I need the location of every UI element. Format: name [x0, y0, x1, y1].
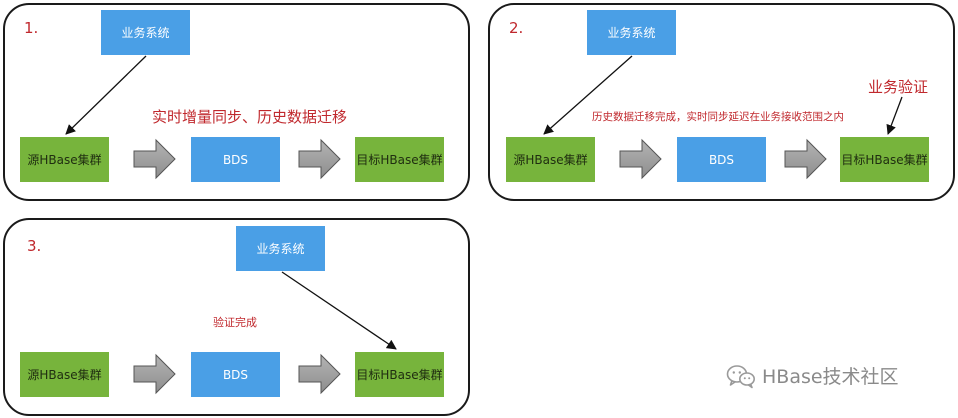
target-hbase-cluster-box-1: 目标HBase集群 [355, 137, 444, 182]
source-to-bds-arrow-1 [133, 138, 176, 180]
verification-complete-note: 验证完成 [213, 316, 257, 329]
system-to-target-arrow-3 [281, 271, 397, 350]
step-number-1: 1. [24, 19, 39, 37]
bds-to-target-arrow-1 [298, 138, 341, 180]
migration-complete-note: 历史数据迁移完成，实时同步延迟在业务接收范围之内 [592, 111, 844, 123]
target-hbase-cluster-box-3: 目标HBase集群 [355, 352, 444, 397]
source-hbase-cluster-box-2: 源HBase集群 [506, 137, 595, 182]
watermark: HBase技术社区 [726, 362, 899, 389]
system-to-source-arrow-1 [65, 55, 147, 135]
watermark-text: HBase技术社区 [762, 366, 899, 388]
bds-to-target-arrow-2 [784, 138, 827, 180]
bds-box-3: BDS [191, 352, 280, 397]
source-hbase-cluster-box-1: 源HBase集群 [20, 137, 109, 182]
bds-box-1: BDS [191, 137, 280, 182]
business-system-box-3: 业务系统 [236, 226, 325, 271]
system-to-source-arrow-2 [543, 55, 633, 135]
source-hbase-cluster-box-3: 源HBase集群 [20, 352, 109, 397]
business-system-box-2: 业务系统 [587, 10, 676, 55]
source-to-bds-arrow-2 [619, 138, 662, 180]
bds-to-target-arrow-3 [298, 353, 341, 395]
business-verification-label: 业务验证 [868, 78, 929, 96]
business-system-box-1: 业务系统 [101, 10, 190, 55]
verification-to-target-arrow [886, 96, 903, 135]
wechat-icon [726, 363, 756, 389]
sync-migration-note: 实时增量同步、历史数据迁移 [152, 108, 348, 126]
target-hbase-cluster-box-2: 目标HBase集群 [840, 137, 929, 182]
source-to-bds-arrow-3 [133, 353, 176, 395]
bds-box-2: BDS [677, 137, 766, 182]
step-number-3: 3. [27, 237, 42, 255]
step-number-2: 2. [509, 19, 524, 37]
